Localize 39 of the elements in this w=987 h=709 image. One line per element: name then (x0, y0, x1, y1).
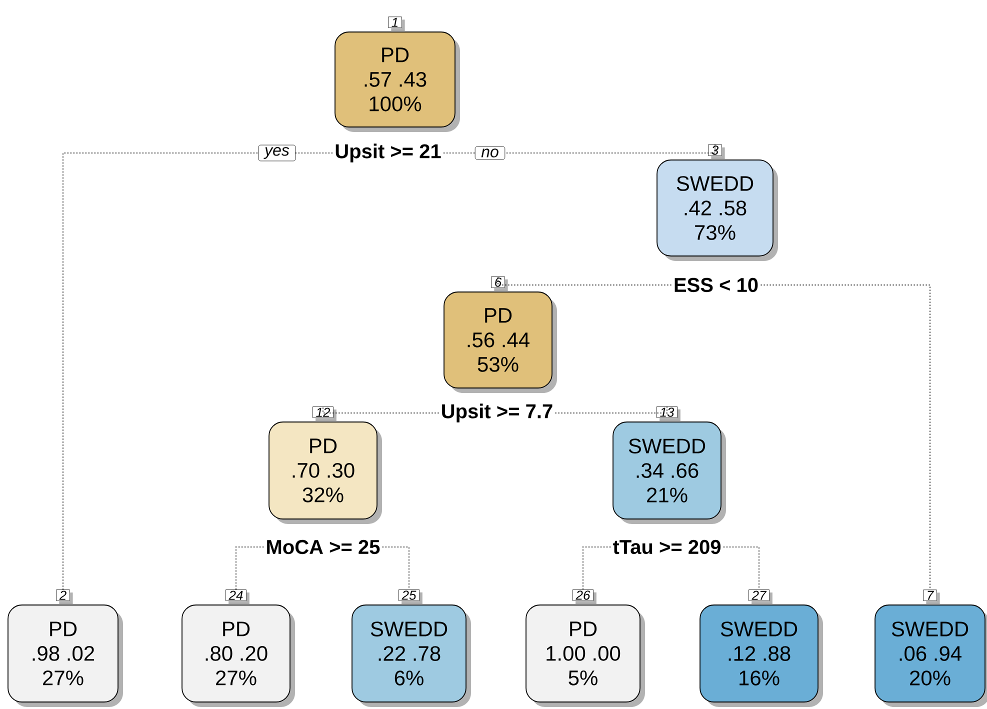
connector-line (62, 152, 333, 590)
split-label: MoCA >= 25 (264, 538, 382, 556)
node-number-tag: 26 (572, 589, 596, 604)
tree-node-box: SWEDD .34 .66 21% (612, 422, 726, 524)
tree-node-box: PD .70 .30 32% (268, 422, 382, 524)
connector-line (582, 546, 612, 590)
connector-line (498, 276, 672, 286)
tree-node-box: SWEDD .06 .94 20% (874, 604, 987, 707)
split-label: ESS < 10 (671, 276, 761, 294)
tree-node-box: PD .57 .43 100% (334, 32, 460, 132)
connector-line (322, 406, 440, 414)
tree-node-box: SWEDD .22 .78 6% (352, 604, 471, 707)
connector-line (443, 144, 716, 154)
connector-line (236, 546, 264, 590)
connector-line (554, 406, 668, 414)
node-number-tag: 2 (56, 590, 73, 604)
node-number-tag: 3 (708, 144, 725, 159)
connector-line (760, 284, 931, 590)
node-number-tag: 6 (491, 276, 508, 291)
tree-node-box: PD 1.00 .00 5% (526, 604, 645, 707)
node-number-tag: 25 (398, 589, 422, 604)
split-label: Upsit >= 21 (332, 142, 444, 164)
split-label: tTau >= 209 (610, 538, 724, 556)
split-label: Upsit >= 7.7 (438, 402, 556, 424)
node-number-tag: 12 (312, 406, 336, 421)
connector-line (723, 546, 760, 590)
tree-node-box: PD .98 .02 27% (8, 604, 123, 707)
node-number-tag: 1 (388, 16, 405, 31)
tree-node-box: PD .56 .44 53% (444, 292, 557, 393)
node-number-tag: 7 (923, 590, 940, 604)
connector-line (382, 546, 410, 590)
node-number-tag: 13 (656, 406, 680, 421)
node-number-tag: 24 (226, 590, 250, 604)
tree-node-box: SWEDD .12 .88 16% (700, 604, 824, 707)
edge-label: yes (258, 144, 296, 162)
node-number-tag: 27 (748, 590, 772, 604)
tree-node-box: SWEDD .42 .58 73% (656, 160, 778, 261)
tree-node-box: PD .80 .20 27% (182, 604, 295, 707)
edge-label: no (474, 146, 506, 160)
